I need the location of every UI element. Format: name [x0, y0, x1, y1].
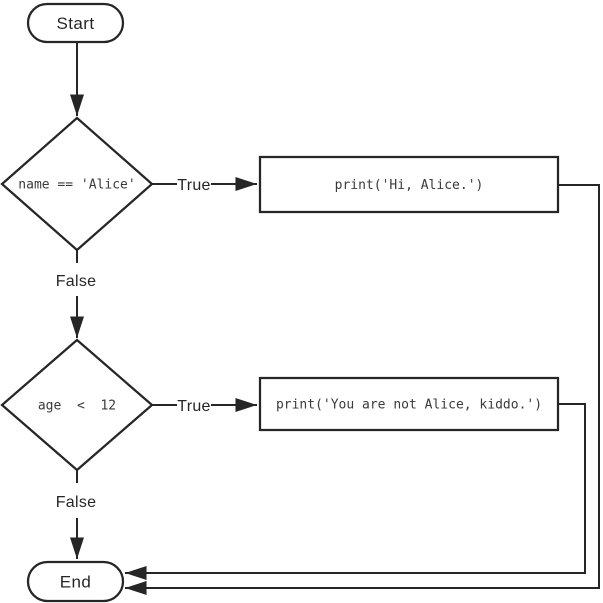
edge-process2-to-end [125, 403, 586, 580]
end-terminal-shape [26, 560, 125, 603]
start-terminal-shape [26, 2, 125, 44]
true1-label: True [177, 177, 211, 194]
end-label: End [60, 573, 91, 592]
process1-label: print('Hi, Alice.') [335, 178, 484, 193]
false2-label: False [56, 494, 97, 511]
process1-rect-shape [258, 155, 560, 214]
decision1-label: name == 'Alice' [18, 178, 135, 193]
false1-label: False [56, 273, 97, 290]
process1-node: print('Hi, Alice.') [258, 155, 560, 214]
edge-decision1-false: False [56, 250, 97, 338]
process2-node: print('You are not Alice, kiddo.') [258, 376, 560, 432]
edge-decision2-false: False [56, 470, 97, 560]
true2-label: True [177, 398, 211, 415]
process2-label: print('You are not Alice, kiddo.') [276, 398, 542, 413]
end-node: End [26, 560, 125, 603]
decision2-label: age < 12 [38, 399, 116, 414]
edge-decision2-true: True [152, 398, 257, 415]
process2-rect-shape [258, 376, 560, 432]
edge-decision1-true: True [152, 177, 257, 194]
decision2-node: age < 12 [0, 338, 154, 472]
start-label: Start [57, 14, 95, 33]
decision1-node: name == 'Alice' [0, 116, 154, 252]
edge-process1-to-end [125, 184, 600, 595]
start-node: Start [26, 2, 125, 44]
